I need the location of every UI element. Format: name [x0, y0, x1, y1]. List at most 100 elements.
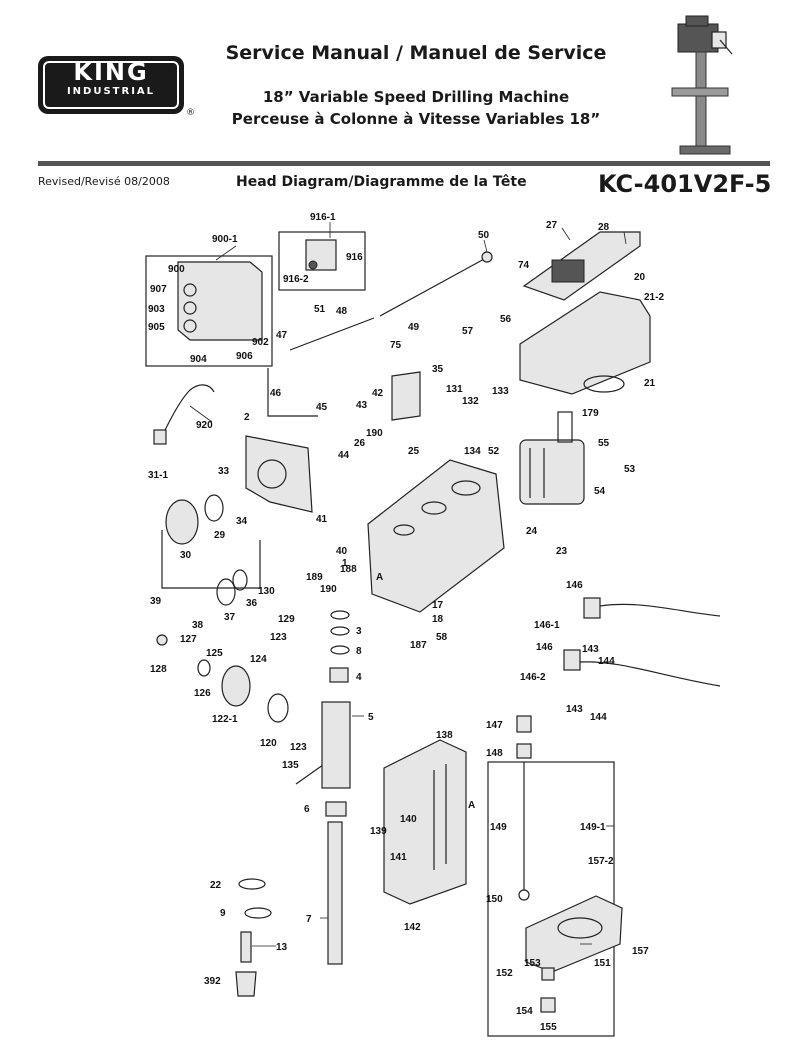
nut-50 — [481, 251, 493, 263]
manual-title: Service Manual / Manuel de Service — [225, 42, 607, 64]
callout-147: 147 — [486, 720, 503, 731]
callout-146-top: 146 — [566, 580, 583, 591]
knob-155 — [540, 997, 556, 1013]
switch-bracket-line — [267, 368, 318, 417]
callout-126: 126 — [194, 688, 211, 699]
ring-3 — [330, 626, 350, 636]
callout-52: 52 — [488, 446, 500, 457]
callout-2: 2 — [244, 412, 250, 423]
head-bore — [257, 459, 287, 489]
head-casting-1 — [367, 459, 505, 613]
callout-49: 49 — [408, 322, 420, 333]
callout-141: 141 — [390, 852, 407, 863]
washer-150 — [518, 889, 530, 901]
callout-1: 1 — [342, 558, 348, 569]
callout-916: 916 — [346, 252, 363, 263]
callout-920: 920 — [196, 420, 213, 431]
callout-153: 153 — [524, 958, 541, 969]
callout-128: 128 — [150, 664, 167, 675]
shaft-48 — [289, 317, 375, 351]
callout-A-scale: A — [468, 800, 475, 811]
thumb-base — [679, 145, 731, 155]
switch-wire — [599, 603, 721, 617]
callout-906: 906 — [236, 351, 253, 362]
switch-bracket-146-2 — [563, 649, 581, 671]
callout-148: 148 — [486, 748, 503, 759]
callout-18: 18 — [432, 614, 444, 625]
head-hole-b — [421, 501, 447, 515]
callout-53: 53 — [624, 464, 636, 475]
callout-132: 132 — [462, 396, 479, 407]
capacitor-terminal — [308, 260, 318, 270]
callout-133: 133 — [492, 386, 509, 397]
callout-907: 907 — [150, 284, 167, 295]
callout-43: 43 — [356, 400, 368, 411]
machine-name-english: 18” Variable Speed Drilling Machine — [262, 88, 570, 106]
logo-brand-sub: INDUSTRIAL — [66, 86, 156, 97]
shaft-49 — [379, 257, 487, 317]
callout-9: 9 — [220, 908, 226, 919]
bracket-151 — [525, 895, 623, 973]
callout-125: 125 — [206, 648, 223, 659]
callout-146-2: 146-2 — [520, 672, 546, 683]
callout-916-1: 916-1 — [310, 212, 336, 223]
callout-3: 3 — [356, 626, 362, 637]
switch-bracket-146-1 — [583, 597, 601, 619]
leader — [483, 239, 488, 253]
callout-190-top: 190 — [366, 428, 383, 439]
callout-179: 179 — [582, 408, 599, 419]
quill-5 — [321, 701, 351, 789]
callout-A-head: A — [376, 572, 383, 583]
callout-74: 74 — [518, 260, 530, 271]
callout-75: 75 — [390, 340, 402, 351]
callout-131: 131 — [446, 384, 463, 395]
header-rule — [38, 161, 770, 166]
callout-157-2: 157-2 — [588, 856, 614, 867]
callout-44: 44 — [338, 450, 350, 461]
callout-129: 129 — [278, 614, 295, 625]
ring-3a — [330, 610, 350, 620]
ring-9 — [244, 907, 272, 919]
callout-187: 187 — [410, 640, 427, 651]
callout-42: 42 — [372, 388, 384, 399]
bearing-6 — [325, 801, 347, 817]
callout-6: 6 — [304, 804, 310, 815]
callout-31-1: 31-1 — [148, 470, 168, 481]
callout-905: 905 — [148, 322, 165, 333]
callout-24: 24 — [526, 526, 538, 537]
callout-23: 23 — [556, 546, 568, 557]
callout-labels: 900-1 916-1 50 27 28 900 907 903 905 904… — [148, 212, 664, 1033]
block-148 — [516, 743, 532, 759]
callout-45: 45 — [316, 402, 328, 413]
callout-152: 152 — [496, 968, 513, 979]
callout-4: 4 — [356, 672, 362, 683]
callout-143-bottom: 143 — [566, 704, 583, 715]
callout-51: 51 — [314, 304, 326, 315]
washer-126 — [197, 659, 211, 677]
callout-146-1: 146-1 — [534, 620, 560, 631]
callout-146-mid: 146 — [536, 642, 553, 653]
belt-cover — [519, 291, 651, 395]
head-hole-a — [451, 480, 481, 496]
pinion-housing-122-1 — [221, 665, 251, 707]
switch-knob-907 — [183, 283, 197, 297]
hub-120 — [267, 693, 289, 723]
callout-123-bottom: 123 — [290, 742, 307, 753]
switch-box — [177, 261, 263, 341]
callout-130: 130 — [258, 586, 275, 597]
callout-58: 58 — [436, 632, 448, 643]
thumb-motor — [685, 15, 709, 27]
arbor-13 — [240, 931, 252, 963]
registered-mark: ® — [186, 108, 195, 118]
thumb-handle-hub — [711, 31, 727, 49]
callout-40: 40 — [336, 546, 348, 557]
callout-149-1: 149-1 — [580, 822, 606, 833]
callout-36: 36 — [246, 598, 258, 609]
collar-147 — [516, 715, 532, 733]
callout-55: 55 — [598, 438, 610, 449]
switch-knob-903 — [183, 301, 197, 315]
callout-188: 188 — [340, 564, 357, 575]
drill-press-thumbnail — [671, 15, 733, 155]
switch-knob-905 — [183, 319, 197, 333]
